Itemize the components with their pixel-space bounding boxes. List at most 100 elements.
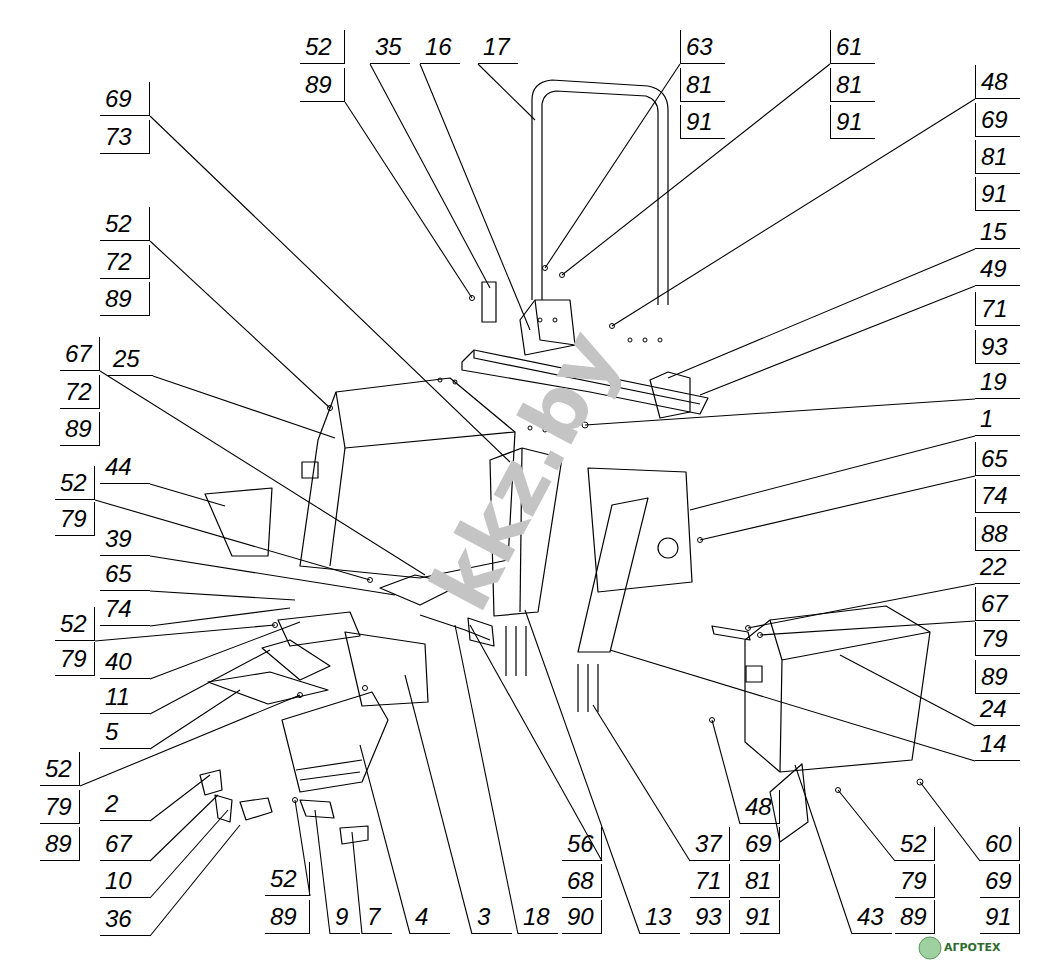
- leader-line: [668, 249, 975, 378]
- leader-line: [690, 436, 975, 510]
- callout-number: 81: [680, 68, 725, 102]
- leader-line: [150, 775, 210, 821]
- callout-number: 89: [975, 660, 1020, 694]
- leader-line: [700, 286, 975, 395]
- callout-number: 88: [975, 517, 1020, 551]
- callout-number: 40: [100, 645, 150, 679]
- callout-number: 43: [852, 900, 892, 934]
- callout-number: 81: [975, 140, 1020, 174]
- leader-line: [700, 476, 975, 540]
- callout-number: 44: [100, 450, 150, 484]
- leader-line: [420, 64, 530, 330]
- leader-line: [150, 608, 290, 626]
- callout-number: 4: [410, 900, 450, 934]
- leader-line: [405, 675, 472, 934]
- leader-line: [712, 720, 740, 824]
- callout-number: 48: [740, 790, 780, 824]
- callout-number: 16: [420, 30, 460, 64]
- callout-number: 2: [100, 787, 150, 821]
- callout-number: 52: [40, 752, 80, 786]
- callout-number: 25: [108, 342, 153, 376]
- callout-number: 67: [975, 587, 1020, 621]
- callout-number: 24: [975, 692, 1020, 726]
- leader-line: [150, 795, 218, 861]
- leader-line: [748, 584, 975, 628]
- callout-number: 69: [100, 82, 150, 116]
- leader-line: [150, 484, 225, 506]
- callout-number: 7: [362, 900, 392, 934]
- callout-number: 19: [975, 365, 1020, 399]
- callout-number: 91: [980, 900, 1020, 934]
- callout-number: 49: [975, 252, 1020, 286]
- callout-number: 13: [640, 900, 680, 934]
- leader-line: [562, 64, 830, 275]
- callout-number: 69: [975, 103, 1020, 137]
- callout-number: 79: [975, 622, 1020, 656]
- callout-number: 89: [265, 900, 310, 934]
- callout-number: 1: [975, 402, 1020, 436]
- callout-number: 60: [980, 827, 1020, 861]
- leader-line: [610, 650, 975, 761]
- leader-line: [150, 556, 395, 595]
- callout-number: 11: [100, 680, 150, 714]
- callout-number: 89: [300, 68, 345, 102]
- callout-number: 91: [975, 177, 1020, 211]
- leader-line: [150, 690, 240, 749]
- callout-number: 52: [55, 466, 95, 500]
- leader-line: [840, 655, 975, 726]
- callout-number: 52: [265, 862, 310, 896]
- callout-number: 52: [55, 607, 95, 641]
- leader-line: [95, 625, 275, 641]
- leader-line: [95, 500, 370, 580]
- leader-line: [315, 810, 330, 934]
- callout-number: 17: [478, 30, 518, 64]
- callout-number: 91: [680, 105, 725, 139]
- callout-number: 37: [690, 827, 730, 861]
- leader-line: [153, 376, 335, 438]
- callout-number: 91: [830, 105, 875, 139]
- callout-number: 5: [100, 715, 150, 749]
- leader-line: [920, 782, 980, 861]
- callout-number: 93: [690, 900, 730, 934]
- leader-line: [612, 99, 975, 326]
- callout-number: 3: [472, 900, 512, 934]
- leader-line: [150, 825, 240, 936]
- callout-number: 93: [975, 330, 1020, 364]
- leader-line: [585, 399, 975, 425]
- leader-line: [370, 64, 490, 288]
- callout-number: 81: [740, 864, 780, 898]
- callout-number: 79: [40, 790, 80, 824]
- leader-line: [455, 625, 518, 934]
- callout-number: 65: [100, 557, 150, 591]
- callout-number: 56: [562, 827, 602, 861]
- callout-number: 14: [975, 727, 1020, 761]
- callout-number: 89: [100, 282, 150, 316]
- callout-number: 65: [975, 442, 1020, 476]
- callout-number: 79: [895, 864, 935, 898]
- callout-number: 73: [100, 120, 150, 154]
- leader-line: [545, 64, 680, 268]
- callout-number: 69: [980, 864, 1020, 898]
- callout-number: 18: [518, 900, 558, 934]
- leader-line: [150, 650, 270, 714]
- callout-number: 89: [40, 827, 80, 861]
- callout-number: 81: [830, 68, 875, 102]
- callout-number: 71: [690, 864, 730, 898]
- leader-line: [345, 102, 472, 298]
- callout-number: 52: [895, 827, 935, 861]
- callout-number: 89: [60, 412, 100, 446]
- callout-number: 48: [975, 65, 1020, 99]
- callout-number: 72: [100, 245, 150, 279]
- callout-number: 74: [975, 479, 1020, 513]
- callout-number: 69: [740, 827, 780, 861]
- callout-number: 89: [895, 900, 935, 934]
- callout-number: 39: [100, 522, 150, 556]
- leader-line: [150, 241, 330, 408]
- leader-line: [593, 705, 690, 861]
- callout-number: 52: [100, 207, 150, 241]
- callout-number: 61: [830, 30, 875, 64]
- callout-number: 74: [100, 592, 150, 626]
- callout-number: 68: [562, 864, 602, 898]
- callout-number: 67: [100, 827, 150, 861]
